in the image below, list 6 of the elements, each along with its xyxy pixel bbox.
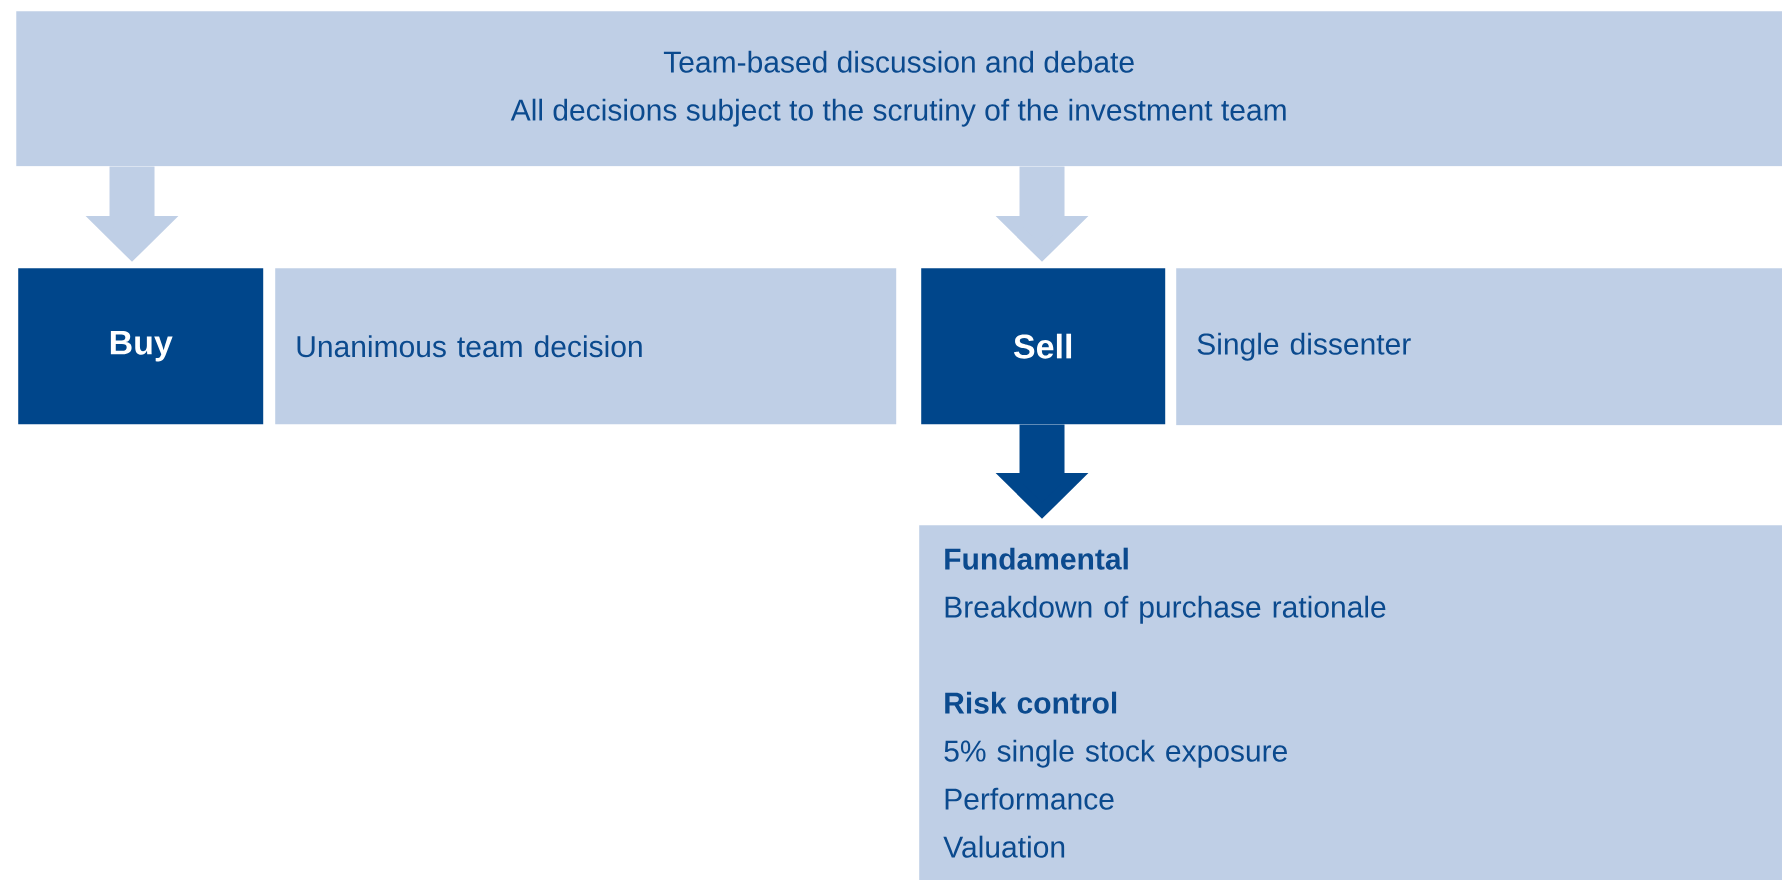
reasons-box: Fundamental Breakdown of purchase rationale Risk control 5% single stock exposure Performance Valuation (919, 525, 1782, 880)
decision-box: Buy (18, 268, 264, 425)
banner-box: Team-based discussion and debate All decisions subject to the scrutiny of the investment team (16, 11, 1782, 167)
criteria-box: Unanimous team decision (275, 268, 897, 425)
criteria-box: Single dissenter (1176, 268, 1782, 426)
decision-box: Sell (921, 268, 1166, 425)
